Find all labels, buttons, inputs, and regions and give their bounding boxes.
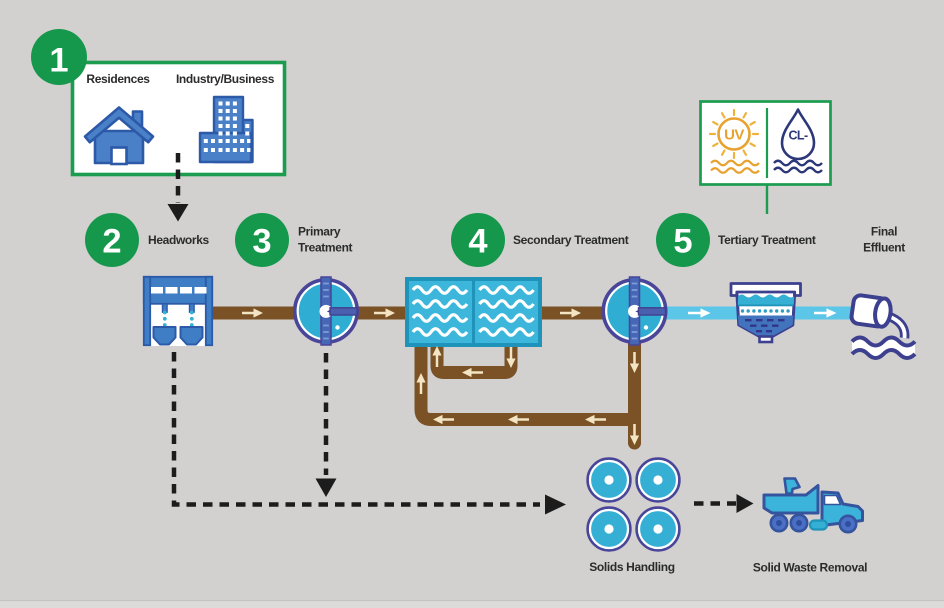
svg-text:2: 2 bbox=[102, 223, 121, 261]
svg-text:UV: UV bbox=[724, 127, 744, 144]
svg-text:Solids Handling: Solids Handling bbox=[589, 560, 674, 574]
svg-text:Secondary Treatment: Secondary Treatment bbox=[513, 233, 629, 247]
svg-text:Industry/Business: Industry/Business bbox=[176, 72, 275, 86]
svg-text:Effluent: Effluent bbox=[863, 241, 905, 255]
svg-text:Primary: Primary bbox=[298, 225, 341, 239]
svg-text:Residences: Residences bbox=[86, 72, 150, 86]
svg-text:1: 1 bbox=[49, 42, 68, 80]
svg-text:3: 3 bbox=[252, 223, 271, 261]
svg-text:Tertiary Treatment: Tertiary Treatment bbox=[718, 233, 816, 247]
svg-text:Final: Final bbox=[871, 225, 897, 239]
svg-text:5: 5 bbox=[673, 223, 692, 261]
svg-text:CL-: CL- bbox=[788, 129, 807, 143]
svg-text:Solid Waste Removal: Solid Waste Removal bbox=[753, 561, 867, 575]
svg-text:Treatment: Treatment bbox=[298, 241, 353, 255]
svg-text:Headworks: Headworks bbox=[148, 233, 210, 247]
svg-text:4: 4 bbox=[468, 223, 487, 261]
